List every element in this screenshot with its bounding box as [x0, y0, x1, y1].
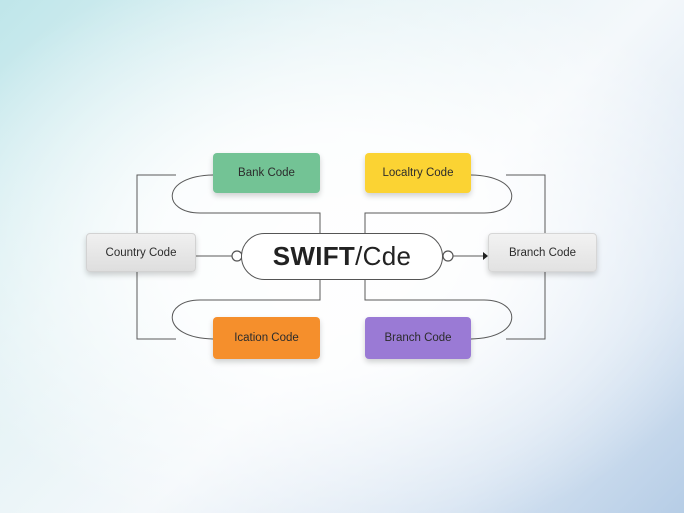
swift-title-rest: /Cde — [355, 241, 412, 271]
connector-locality-curve — [364, 174, 513, 233]
connector-bank-curve — [171, 174, 321, 233]
connector-right-bracket — [506, 174, 546, 340]
country-code-box[interactable]: Country Code — [86, 233, 196, 272]
bank-code-box[interactable]: Bank Code — [213, 153, 320, 193]
swift-code-center-node[interactable]: SWIFT/Cde — [241, 233, 443, 280]
branch-code-right-label: Branch Code — [508, 246, 577, 259]
branch-code-box-right[interactable]: Branch Code — [488, 233, 597, 272]
branch-code-box-bottom[interactable]: Branch Code — [365, 317, 471, 359]
connector-dot-right — [442, 250, 454, 262]
arrow-head-icon — [483, 252, 488, 260]
location-code-label: Ication Code — [234, 332, 299, 344]
swift-title-bold: SWIFT — [272, 241, 356, 271]
country-code-label: Country Code — [105, 246, 177, 259]
location-code-box[interactable]: Ication Code — [213, 317, 320, 359]
branch-code-bottom-label: Branch Code — [384, 332, 452, 344]
connector-branch-bottom-curve — [364, 280, 513, 340]
connector-left-bracket — [136, 174, 176, 340]
locality-code-label: Localtry Code — [382, 167, 454, 179]
connector-location-curve — [171, 280, 321, 340]
bank-code-label: Bank Code — [238, 167, 295, 179]
locality-code-box[interactable]: Localtry Code — [365, 153, 471, 193]
